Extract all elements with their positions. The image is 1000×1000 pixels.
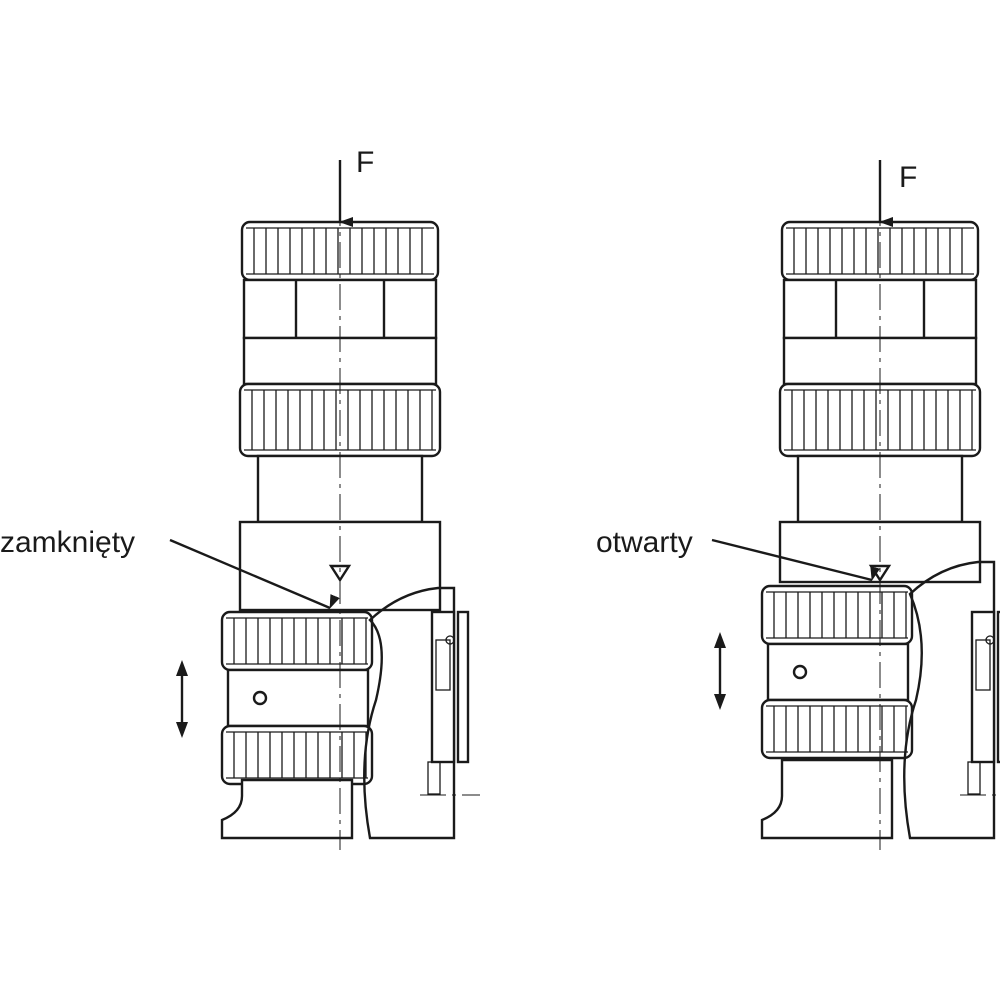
base-flange — [220, 778, 354, 840]
section-cut — [903, 560, 996, 840]
pin — [427, 761, 441, 795]
assembly-closed: F zamknięty — [0, 146, 480, 850]
valve-stem — [430, 610, 456, 764]
pin — [967, 761, 981, 795]
sleeve-window — [766, 642, 910, 702]
sleeve-upper-knurl — [760, 584, 914, 646]
move-arrow-head — [176, 722, 188, 738]
indicator-triangle — [328, 564, 352, 583]
ball — [985, 635, 995, 645]
base-flange — [760, 758, 894, 840]
move-arrow-head — [176, 660, 188, 676]
section-cut — [363, 586, 456, 840]
outer-wall — [456, 610, 470, 764]
valve-stem — [970, 610, 996, 764]
sleeve-lower-knurl — [220, 724, 374, 786]
sleeve-window — [226, 668, 370, 728]
force-label: F — [899, 161, 917, 194]
assembly-open: F otwarty — [596, 160, 1000, 850]
sleeve-lower-knurl — [760, 698, 914, 760]
move-arrow-head — [714, 632, 726, 648]
coupling-body — [169, 160, 480, 850]
move-arrow-head — [714, 694, 726, 710]
force-label: F — [356, 146, 374, 179]
sleeve-upper-knurl — [220, 610, 374, 672]
seal — [435, 639, 451, 691]
sleeve-hole — [252, 690, 268, 706]
seal — [975, 639, 991, 691]
ball — [445, 635, 455, 645]
coupling-body — [711, 160, 1000, 850]
sleeve-hole — [792, 664, 808, 680]
state-label-open: otwarty — [596, 526, 693, 559]
state-label-closed: zamknięty — [0, 526, 135, 559]
leader-line — [711, 538, 881, 582]
leader-line — [169, 538, 340, 610]
outer-wall — [996, 610, 1000, 764]
